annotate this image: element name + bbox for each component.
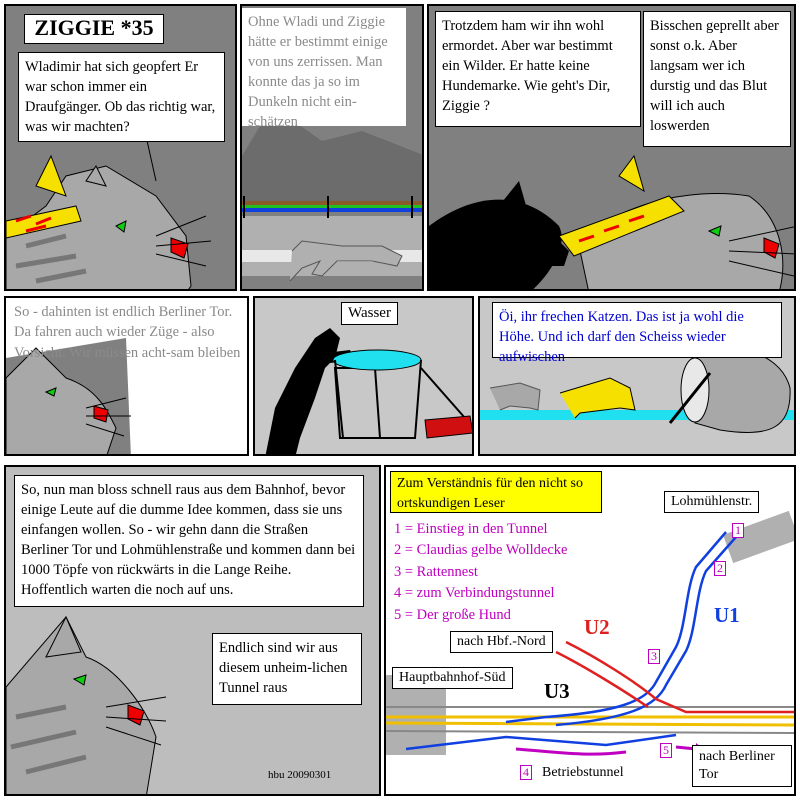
label-betriebstunnel: Betriebstunnel xyxy=(542,765,624,780)
speech-bubble-right: Bisschen geprellt aber sonst o.k. Aber l… xyxy=(643,11,791,147)
panel-2: Ohne Wladi und Ziggie hätte er bestimmt … xyxy=(240,4,424,291)
map-header-text: Zum Verständnis für den nicht so ortskun… xyxy=(397,476,583,511)
legend-item-3: 3 = Rattennest xyxy=(394,563,478,580)
comic-title-text: ZIGGIE *35 xyxy=(34,15,154,40)
panel-5: Wasser xyxy=(253,296,474,456)
speech-bubble: Wladimir hat sich geopfert Er war schon … xyxy=(18,52,225,142)
label-u1: U1 xyxy=(714,603,740,627)
cats-drinking-illustration xyxy=(480,348,794,434)
legend-item-5: 5 = Der große Hund xyxy=(394,606,511,623)
cat-ziggie-illustration xyxy=(6,135,212,289)
marker-3: 3 xyxy=(648,649,660,664)
label-berliner-tor: nach Berliner Tor xyxy=(692,745,792,788)
speech-bubble-small: Endlich sind wir aus diesem unheim-liche… xyxy=(212,633,362,705)
label-u3: U3 xyxy=(544,679,570,703)
legend-item-4: 4 = zum Verbindungstunnel xyxy=(394,585,555,602)
panel-8-map: Zum Verständnis für den nicht so ortskun… xyxy=(384,465,796,796)
panel-6: Öi, ihr frechen Katzen. Das ist ja wohl … xyxy=(478,296,796,456)
cat-head-illustration xyxy=(6,338,131,454)
comic-title: ZIGGIE *35 xyxy=(24,14,164,44)
speech-bubble-top: So, nun man bloss schnell raus aus dem B… xyxy=(14,475,364,607)
speech-bubble: Öi, ihr frechen Katzen. Das ist ja wohl … xyxy=(492,302,782,365)
map-header: Zum Verständnis für den nicht so ortskun… xyxy=(390,471,602,513)
marker-4: 4 xyxy=(520,765,532,780)
rat-at-bucket-illustration xyxy=(265,328,472,454)
marker-2: 2 xyxy=(714,561,726,576)
legend-item-2: 2 = Claudias gelbe Wolldecke xyxy=(394,542,568,559)
panel-3: Trotzdem ham wir ihn wohl ermordet. Aber… xyxy=(427,4,796,291)
water-label: Wasser xyxy=(341,302,398,325)
panel-1: ZIGGIE *35 Wladimir hat sich geopfert Er… xyxy=(4,4,237,291)
panel-4: So - dahinten ist endlich Berliner Tor. … xyxy=(4,296,249,456)
marker-5: 5 xyxy=(660,743,672,758)
label-lohmuehlenstr: Lohmühlenstr. xyxy=(664,491,760,513)
speech-bubble-left: Trotzdem ham wir ihn wohl ermordet. Aber… xyxy=(435,11,641,127)
legend-item-1: 1 = Einstieg in den Tunnel xyxy=(394,521,548,537)
speech-bubble: Ohne Wladi und Ziggie hätte er bestimmt … xyxy=(242,8,406,130)
label-u2: U2 xyxy=(584,615,610,639)
dog-and-cat-illustration xyxy=(429,154,794,289)
cat-leaving-illustration xyxy=(6,615,167,794)
label-berliner-tor-text: nach Berliner Tor xyxy=(699,749,775,783)
label-hbf-sued: Hauptbahnhof-Süd xyxy=(392,667,513,689)
label-hbf-nord: nach Hbf.-Nord xyxy=(450,631,553,653)
marker-1: 1 xyxy=(732,523,744,538)
panel-7: So, nun man bloss schnell raus aus dem B… xyxy=(4,465,381,796)
narration-text: So - dahinten ist endlich Berliner Tor. … xyxy=(14,304,241,361)
map-legend: 1 = Einstieg in den Tunnel 2 = Claudias … xyxy=(394,519,567,626)
signature: hbu 20090301 xyxy=(268,769,332,781)
